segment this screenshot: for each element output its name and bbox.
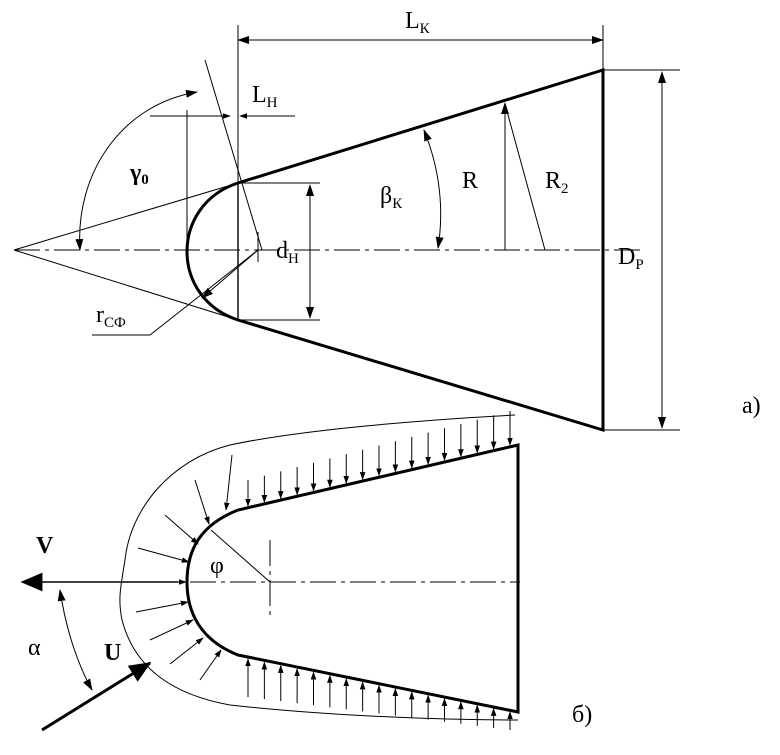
r2-line	[504, 103, 546, 251]
pressure-arrows	[128, 411, 513, 730]
pressure-arrow	[164, 514, 199, 545]
beta-arc	[423, 129, 444, 249]
body-b-outline	[185, 443, 520, 714]
pressure-arrow	[137, 547, 190, 563]
pressure-arrow	[223, 454, 233, 511]
panel-b-label: б)	[572, 702, 592, 728]
gamma-label: γ0	[129, 160, 149, 188]
pressure-arrow	[135, 600, 189, 613]
v-label: V	[36, 533, 54, 559]
figure-a: LК LН γ0 dН rСФ βК R R2 D	[13, 8, 761, 433]
alpha-arc	[57, 589, 93, 691]
gamma-arc	[75, 89, 198, 251]
r-label: R	[462, 168, 478, 194]
pressure-arrow	[199, 649, 222, 681]
lk-label: LК	[405, 8, 431, 37]
gamma-reference-line	[204, 59, 263, 251]
pressure-arrow	[169, 637, 204, 665]
panel-a-label: а)	[742, 393, 761, 419]
alpha-label: α	[28, 635, 41, 661]
beta-label: βК	[380, 183, 403, 212]
r2-label: R2	[545, 168, 569, 197]
cone-extension-bottom	[13, 249, 239, 321]
pressure-envelope	[119, 414, 519, 721]
cone-body-outline	[237, 67, 605, 433]
cone-extension-top	[13, 182, 239, 251]
phi-radius	[210, 529, 271, 583]
rsf-label: rСФ	[96, 302, 126, 331]
rsf-radius-arrow	[201, 249, 259, 299]
dh-label: dН	[276, 238, 299, 267]
pressure-arrow	[194, 479, 210, 525]
figure-b: φ V U α б)	[20, 411, 592, 732]
u-label: U	[104, 640, 121, 666]
dp-label: DР	[618, 244, 644, 273]
pressure-arrow	[149, 619, 194, 641]
lh-label: LН	[252, 82, 278, 111]
phi-label: φ	[210, 553, 224, 579]
spherical-nose	[185, 181, 239, 322]
u-arrow	[41, 661, 152, 732]
